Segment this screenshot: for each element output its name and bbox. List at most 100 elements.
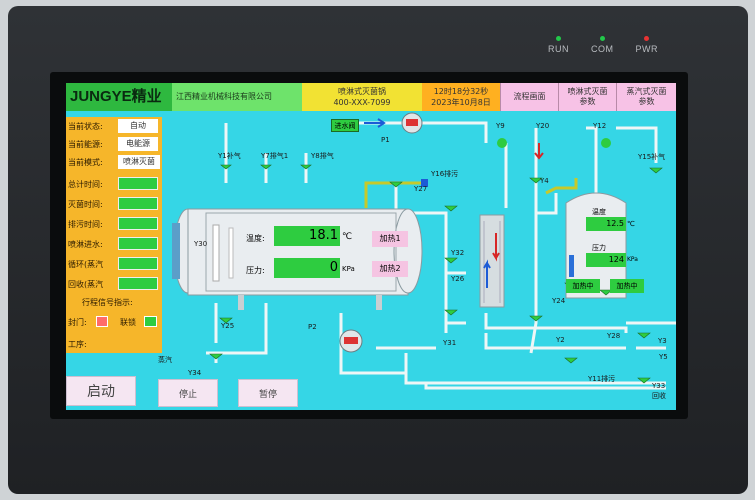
led-com: COM [591,36,614,54]
product-info: 喷淋式灭菌锅 400-XXX-7099 [302,83,422,111]
heating-status-b: 加热中 [610,279,644,293]
timer-value-total [118,177,158,190]
water-press-unit: KPa [627,256,638,263]
label-y11: Y11排污 [587,374,615,383]
timer-value-drain [118,217,158,230]
label-y25: Y25 [220,322,234,330]
pump-p1-icon [401,112,423,134]
label-y20: Y20 [535,122,549,130]
label-y12: Y12 [592,122,606,130]
label-y24: Y24 [551,297,566,305]
heat1-button[interactable]: 加热1 [372,231,408,247]
status-value: 自动 [118,119,158,133]
clock-display: 12时18分32秒 2023年10月8日 [422,83,500,111]
label-recycle: 回收 [652,391,666,400]
label-y32: Y32 [450,249,464,257]
valve-y8-icon [300,164,312,170]
hmi-display: Y1补气 Y7排气1 Y8排气 Y16排污 Y27 Y32 Y26 Y31 Y2… [66,83,676,410]
valve-y34-icon [209,353,223,360]
door-flange-icon [172,223,180,279]
label-y8: Y8排气 [310,151,334,160]
header-bar: JUNGYE精业 江西精业机械科技有限公司 喷淋式灭菌锅 400-XXX-709… [66,83,676,111]
label-y16: Y16排污 [430,169,458,178]
nav-spray-params-button[interactable]: 喷淋式灭菌参数 [558,83,616,111]
label-steam: 蒸汽 [158,355,172,364]
mode-value: 喷淋灭菌 [118,155,160,169]
main-tank-icon [173,208,423,310]
yellow-pipe [364,181,426,208]
label-y15: Y15补气 [637,152,665,161]
label-y28: Y28 [606,332,620,340]
label-y3: Y3 [657,337,667,345]
valve-y11-icon [564,357,578,364]
label-y7: Y7排气1 [260,151,288,160]
label-y33: Y33 [651,382,665,390]
led-run: RUN [548,36,569,54]
tank-temp-label: 温度: [246,234,265,243]
water-temp-label: 温度 [592,208,606,216]
tank-temp-unit: ℃ [342,232,353,242]
timer-label-drain: 排污时间: [68,220,103,229]
timer-label-total: 总计时间: [68,180,103,189]
led-run-label: RUN [548,44,569,54]
valve-y12-icon [601,138,611,148]
energy-label: 当前能源: [68,140,103,149]
start-button[interactable]: 启动 [66,376,136,406]
label-y9: Y9 [495,122,505,130]
valve-y1-icon [220,164,232,170]
nav-process-button[interactable]: 流程画面 [500,83,558,111]
run-led-icon [556,36,561,41]
label-y5: Y5 [658,353,668,361]
water-press-value: 124 [586,253,626,267]
label-y26: Y26 [450,275,465,283]
label-y2: Y2 [555,336,565,344]
product-title: 喷淋式灭菌锅 [338,87,386,96]
nav-steam-params-button[interactable]: 蒸汽式灭菌参数 [616,83,676,111]
pause-button[interactable]: 暂停 [238,379,298,407]
timer-label-cycle: 循环(蒸汽 [68,260,104,269]
heat-exchanger-icon [479,214,505,308]
water-press-label: 压力 [592,244,606,252]
led-pwr: PWR [636,36,659,54]
valve-y27-icon [389,181,403,188]
valve-y26-icon [444,257,458,264]
timer-label-spray: 喷淋进水: [68,240,103,249]
flow-arrow-down-icon [534,143,544,160]
flow-arrow-icon [364,118,386,128]
timer-value-sterilize [118,197,158,210]
tank-press-unit: KPa [342,265,355,273]
energy-value: 电能源 [118,137,158,151]
status-leds: RUN COM PWR [548,36,658,54]
company-name: 江西精业机械科技有限公司 [172,83,302,111]
timer-label-recover: 回收(蒸汽 [68,280,104,289]
valve-y4-icon [529,177,543,184]
status-label: 当前状态: [68,122,103,131]
stop-button[interactable]: 停止 [158,379,218,407]
heat2-button[interactable]: 加热2 [372,261,408,277]
lock-indicator [144,316,157,327]
heating-status-a: 加热中 [566,279,600,293]
label-p2: P2 [308,323,317,331]
brand-logo: JUNGYE精业 [66,83,172,111]
status-panel: 当前状态: 自动 当前能源: 电能源 当前模式: 喷淋灭菌 总计时间: 灭菌时间… [66,117,162,353]
led-pwr-label: PWR [635,44,658,54]
timer-value-cycle [118,257,158,270]
label-p1: P1 [381,136,390,144]
valve-y15-icon [649,167,663,174]
pipes [206,121,676,390]
valve-y9-icon [497,138,507,148]
signal-title: 行程信号指示: [82,298,133,307]
water-temp-unit: ℃ [627,220,635,228]
timer-value-spray [118,237,158,250]
valve-y28-icon [599,289,613,296]
seal-indicator [96,316,108,327]
valve-y2-icon [529,315,543,322]
inlet-valve-tag[interactable]: 进水阀 [331,119,359,132]
label-y31: Y31 [442,339,456,347]
tank-press-value: 0 [274,258,340,278]
pwr-led-icon [644,36,650,41]
timer-value-recover [118,277,158,290]
label-y1: Y1补气 [217,151,241,160]
valve-y7-icon [260,164,272,170]
hotline: 400-XXX-7099 [333,98,391,107]
